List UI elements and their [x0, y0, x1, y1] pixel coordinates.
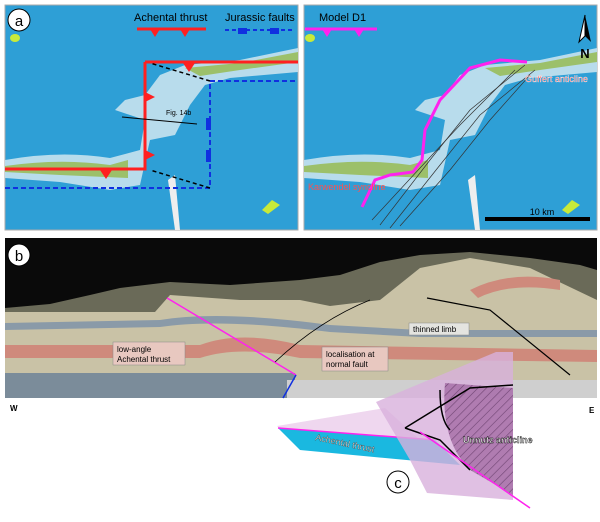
guffert-anticline-label: Guffert anticline [525, 74, 588, 84]
scale-bar [485, 217, 590, 221]
panel-b-label: b [15, 248, 23, 265]
unnutz-anticline-label: Unnutz anticline [463, 435, 533, 445]
panel-a-label: a [15, 13, 24, 30]
legend-model-d1: Model D1 [319, 12, 366, 24]
localisation-label-1: localisation at [326, 350, 375, 359]
karwendel-syncline-label: Karwendel syncline [308, 182, 386, 192]
east-label: E [589, 406, 595, 415]
legend-achental-thrust: Achental thrust [134, 12, 207, 24]
panel-c-block: Achental thrust Unnutz anticline c [277, 352, 533, 509]
low-angle-label-2: Achental thrust [117, 355, 171, 364]
legend-jurassic-faults: Jurassic faults [225, 12, 295, 24]
fig-14b-label: Fig. 14b [166, 110, 191, 117]
panel-c-label: c [394, 475, 402, 492]
north-label: N [580, 46, 589, 61]
panel-b-section: b low-angle Achental thrust localisation… [5, 238, 597, 415]
west-label: W [10, 404, 18, 413]
thinned-limb-label: thinned limb [413, 325, 457, 334]
panel-a-model-map: Guffert anticline Karwendel syncline Mod… [303, 4, 598, 231]
panel-a-map: Fig. 14b a Achental thrust Jurassic faul… [4, 4, 299, 231]
low-angle-label-1: low-angle [117, 345, 152, 354]
localisation-label-2: normal fault [326, 360, 369, 369]
scale-label: 10 km [530, 207, 555, 217]
